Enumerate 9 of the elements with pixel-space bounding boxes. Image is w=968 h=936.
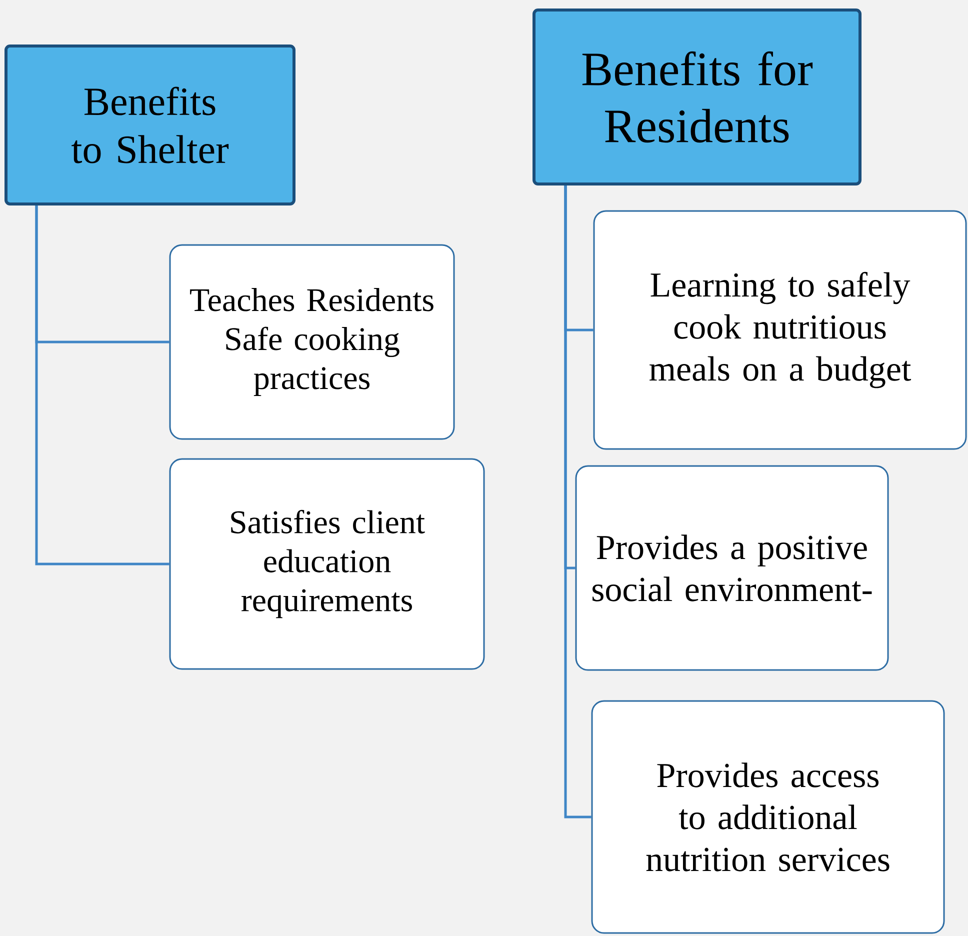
text-box: Learning to safely cook nutritious meals on a budget <box>593 210 967 450</box>
heading-box: Benefits for Residents <box>532 8 862 186</box>
text-box: Satisfies client education requirements <box>169 458 485 670</box>
text-box: Provides access to additional nutrition services <box>591 700 945 934</box>
connector-line <box>564 186 592 818</box>
text-box: Provides a positive social environment- <box>575 465 889 671</box>
text-box: Teaches Residents Safe cooking practices <box>169 244 455 440</box>
heading-box: Benefits to Shelter <box>4 44 296 206</box>
connector-line <box>35 206 170 566</box>
